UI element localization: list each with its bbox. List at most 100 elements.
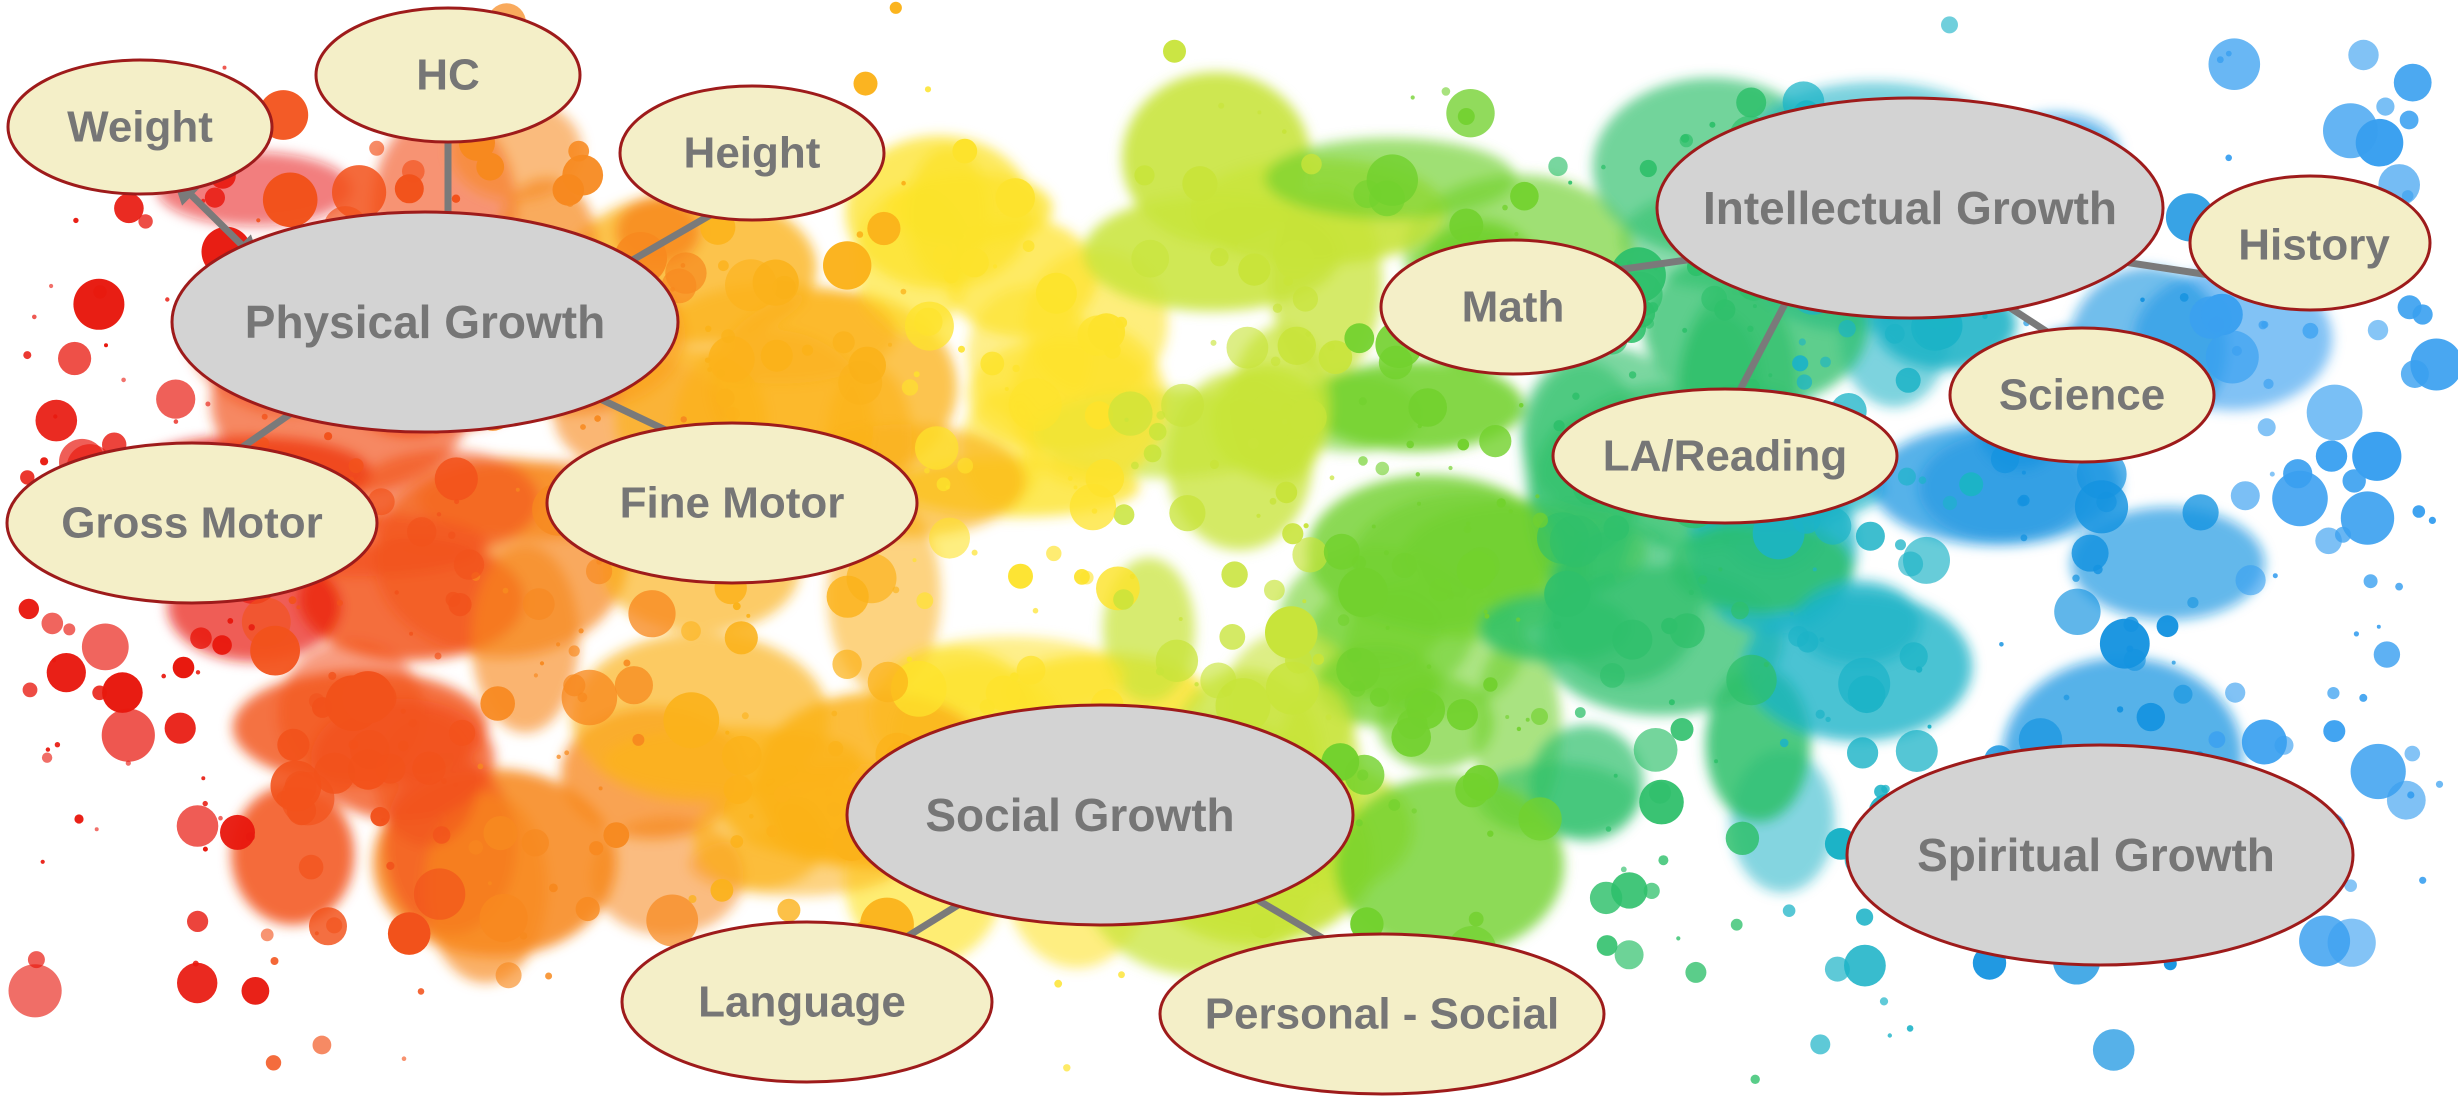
splash-droplet bbox=[924, 467, 930, 474]
splash-droplet bbox=[1219, 624, 1246, 650]
splash-droplet bbox=[1073, 485, 1078, 490]
splash-droplet bbox=[1544, 570, 1591, 617]
splash-droplet bbox=[726, 407, 740, 421]
splash-droplet bbox=[2257, 418, 2276, 437]
splash-blob bbox=[1795, 580, 1922, 665]
splash-droplet bbox=[434, 457, 478, 501]
node-la-reading: LA/Reading bbox=[1551, 387, 1899, 525]
splash-droplet bbox=[522, 588, 555, 620]
splash-droplet bbox=[1385, 625, 1390, 630]
splash-droplet bbox=[732, 602, 741, 611]
splash-droplet bbox=[2344, 879, 2357, 892]
splash-droplet bbox=[1277, 326, 1317, 365]
splash-droplet bbox=[603, 822, 630, 848]
splash-droplet bbox=[1725, 821, 1760, 855]
splash-droplet bbox=[336, 599, 343, 607]
splash-droplet bbox=[2063, 694, 2070, 701]
splash-droplet bbox=[1009, 672, 1019, 682]
splash-droplet bbox=[172, 656, 195, 679]
splash-droplet bbox=[1378, 345, 1413, 380]
splash-droplet bbox=[1336, 647, 1380, 692]
splash-droplet bbox=[665, 252, 707, 294]
splash-droplet bbox=[1797, 631, 1819, 653]
splash-droplet bbox=[296, 605, 301, 610]
splash-droplet bbox=[1148, 422, 1167, 441]
splash-droplet bbox=[369, 140, 385, 156]
splash-droplet bbox=[556, 754, 561, 759]
splash-droplet bbox=[2258, 320, 2268, 330]
splash-droplet bbox=[441, 778, 447, 784]
splash-droplet bbox=[1178, 617, 1183, 621]
splash-droplet bbox=[1747, 325, 1754, 332]
splash-droplet bbox=[721, 329, 735, 344]
splash-droplet bbox=[1457, 438, 1470, 451]
splash-droplet bbox=[1143, 444, 1162, 463]
splash-droplet bbox=[888, 342, 892, 347]
splash-droplet bbox=[1789, 611, 1794, 616]
splash-droplet bbox=[901, 180, 906, 186]
splash-droplet bbox=[549, 883, 558, 893]
splash-droplet bbox=[2367, 319, 2389, 341]
node-height-label: Height bbox=[684, 129, 821, 178]
splash-droplet bbox=[2208, 731, 2226, 748]
splash-droplet bbox=[35, 399, 78, 442]
splash-droplet bbox=[381, 818, 386, 823]
splash-droplet bbox=[746, 613, 751, 618]
splash-droplet bbox=[1369, 687, 1389, 707]
splash-droplet bbox=[562, 154, 604, 196]
splash-droplet bbox=[521, 829, 549, 857]
splash-droplet bbox=[1305, 331, 1312, 337]
splash-droplet bbox=[449, 719, 476, 746]
splash-droplet bbox=[1134, 165, 1155, 186]
splash-droplet bbox=[265, 1055, 282, 1071]
splash-droplet bbox=[561, 669, 618, 726]
splash-droplet bbox=[705, 325, 712, 332]
splash-droplet bbox=[1879, 997, 1889, 1006]
splash-droplet bbox=[1496, 498, 1506, 508]
splash-droplet bbox=[436, 512, 442, 517]
splash-droplet bbox=[387, 912, 431, 955]
splash-droplet bbox=[40, 859, 45, 864]
splash-droplet bbox=[749, 814, 754, 819]
splash-droplet bbox=[1272, 303, 1283, 313]
splash-droplet bbox=[483, 816, 518, 851]
splash-droplet bbox=[1163, 39, 1186, 63]
splash-droplet bbox=[1275, 481, 1298, 504]
splash-droplet bbox=[1847, 675, 1886, 714]
splash-droplet bbox=[2269, 471, 2275, 477]
splash-droplet bbox=[2315, 440, 2348, 472]
splash-droplet bbox=[288, 596, 297, 605]
splash-droplet bbox=[760, 339, 793, 372]
node-gross-motor-label: Gross Motor bbox=[61, 499, 323, 548]
splash-droplet bbox=[2342, 469, 2366, 493]
splash-droplet bbox=[2156, 615, 2179, 638]
splash-droplet bbox=[1688, 589, 1694, 596]
splash-droplet bbox=[2074, 480, 2129, 534]
splash-droplet bbox=[1054, 979, 1063, 988]
splash-droplet bbox=[577, 692, 588, 703]
splash-droplet bbox=[1161, 383, 1205, 427]
splash-droplet bbox=[832, 649, 862, 679]
splash-droplet bbox=[1012, 364, 1020, 373]
splash-droplet bbox=[2327, 687, 2340, 700]
splash-droplet bbox=[708, 336, 755, 383]
splash-droplet bbox=[348, 458, 364, 474]
splash-droplet bbox=[901, 379, 919, 396]
splash-droplet bbox=[1463, 525, 1472, 534]
splash-droplet bbox=[2302, 322, 2319, 339]
node-la-reading-label: LA/Reading bbox=[1603, 432, 1847, 481]
splash-droplet bbox=[1819, 637, 1825, 643]
splash-droplet bbox=[102, 672, 143, 713]
splash-droplet bbox=[914, 426, 959, 470]
splash-droplet bbox=[1221, 561, 1248, 588]
splash-droplet bbox=[752, 259, 799, 306]
splash-droplet bbox=[1275, 240, 1315, 279]
splash-droplet bbox=[2225, 154, 2232, 162]
splash-droplet bbox=[2419, 876, 2427, 884]
splash-droplet bbox=[407, 517, 437, 547]
splash-droplet bbox=[2410, 338, 2458, 391]
splash-droplet bbox=[2182, 494, 2219, 531]
splash-droplet bbox=[1302, 599, 1307, 604]
splash-droplet bbox=[1847, 737, 1879, 769]
